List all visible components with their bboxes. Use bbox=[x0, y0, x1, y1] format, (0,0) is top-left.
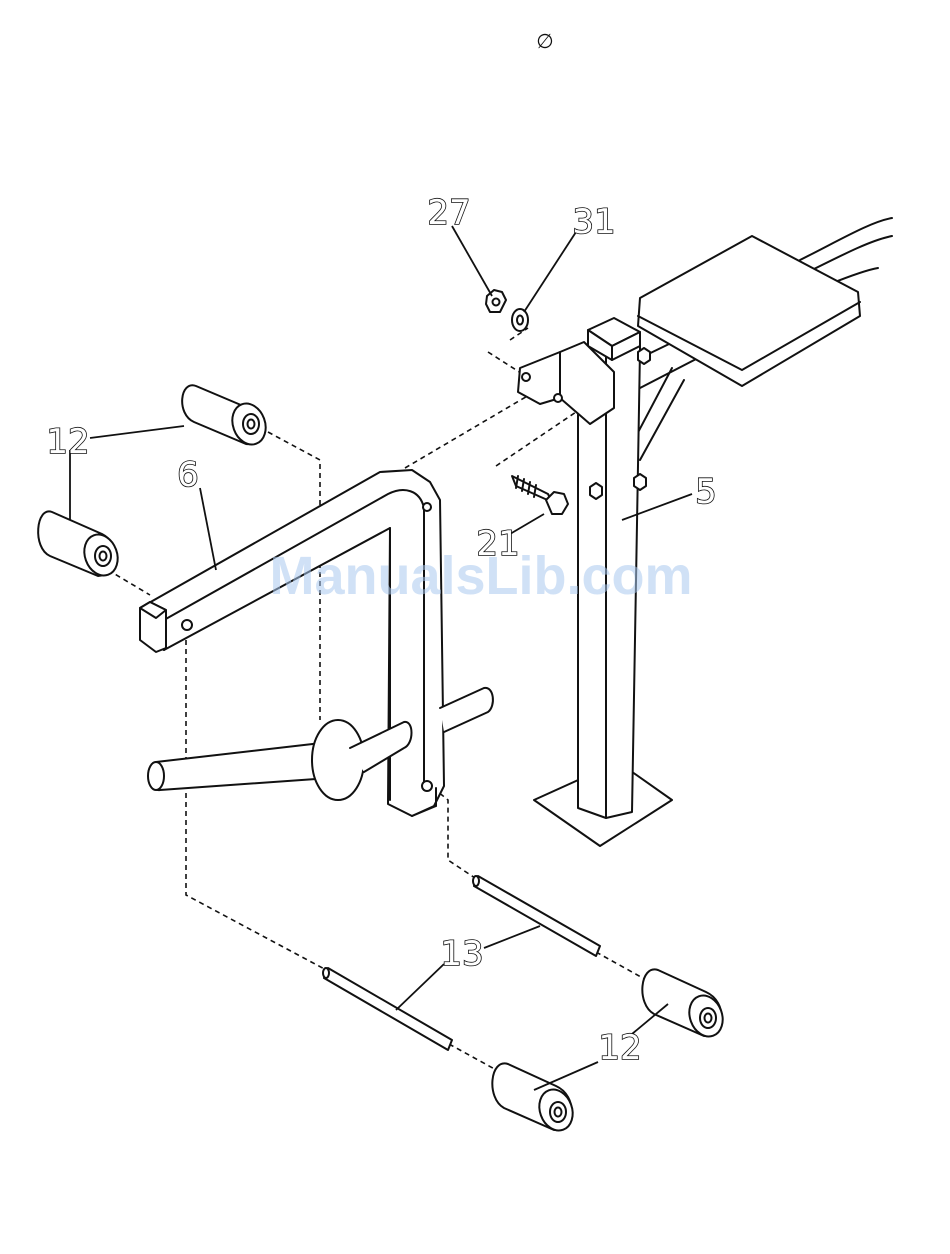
callout-5: 5 bbox=[695, 472, 717, 512]
callout-13: 13 bbox=[440, 934, 483, 974]
callout-27: 27 bbox=[427, 193, 470, 233]
callout-12-lower: 12 bbox=[598, 1028, 641, 1068]
callout-31: 31 bbox=[572, 202, 615, 242]
part-31-washer bbox=[512, 309, 528, 331]
part-21-bolt bbox=[512, 476, 568, 514]
callout-12-upper: 12 bbox=[46, 422, 89, 462]
seat-pad bbox=[638, 218, 892, 386]
part-13-roller-bar-b bbox=[323, 968, 452, 1050]
watermark: ManualsLib.com bbox=[269, 546, 692, 606]
part-12-roller-pad-lower-b bbox=[492, 1063, 578, 1135]
assembly-guide-lines bbox=[108, 328, 650, 1072]
callout-6: 6 bbox=[177, 455, 199, 495]
part-12-roller-pad-lower-a bbox=[642, 969, 728, 1041]
part-27-nut bbox=[486, 290, 506, 312]
part-12-roller-pad-upper-a bbox=[182, 385, 271, 449]
part-12-roller-pad-upper-b bbox=[38, 511, 123, 580]
diameter-symbol: ∅ bbox=[536, 29, 553, 53]
